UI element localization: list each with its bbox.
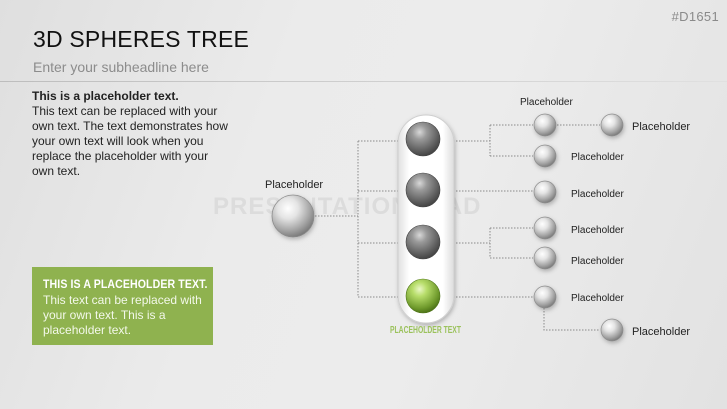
leaf-sphere — [600, 113, 624, 137]
top-label: Placeholder — [520, 97, 573, 108]
column-sphere-1 — [405, 121, 441, 157]
branch-label: Placeholder — [571, 256, 624, 267]
branch-sphere — [533, 144, 557, 168]
green-callout-body: This text can be replaced with your own … — [43, 293, 202, 337]
connector-branch-a — [450, 124, 600, 157]
connector-branch-d — [450, 296, 600, 331]
slide-id: #D1651 — [671, 9, 719, 24]
leaf-sphere — [600, 318, 624, 342]
root-label: Placeholder — [265, 179, 323, 191]
branch-label: Placeholder — [571, 293, 624, 304]
connector-branch-c — [450, 227, 533, 259]
slide-subtitle: Enter your subheadline here — [33, 59, 209, 75]
column-sphere-2 — [405, 172, 441, 208]
branch-label: Placeholder — [632, 121, 690, 133]
branch-label: Placeholder — [571, 225, 624, 236]
connector-column-branches — [358, 140, 404, 298]
branch-spheres — [533, 113, 624, 342]
column-sphere-highlight — [405, 278, 441, 314]
branch-sphere — [533, 180, 557, 204]
branch-sphere — [533, 285, 557, 309]
slide-title: 3D SPHERES TREE — [33, 26, 250, 52]
branch-sphere — [533, 216, 557, 240]
column-sphere-3 — [405, 224, 441, 260]
root-sphere — [271, 194, 315, 238]
branch-sphere — [533, 246, 557, 270]
branch-sphere — [533, 113, 557, 137]
branch-label: Placeholder — [632, 326, 690, 338]
text-block-heading: This is a placeholder text. — [32, 89, 179, 103]
text-block-body: This text can be replaced with your own … — [32, 104, 228, 178]
green-callout-heading: THIS IS A PLACEHOLDER TEXT. — [43, 279, 208, 291]
branch-label: Placeholder — [571, 189, 624, 200]
title-divider — [0, 81, 727, 82]
text-block: This is a placeholder text. This text ca… — [32, 89, 232, 179]
sphere-column-container — [397, 114, 455, 324]
column-caption: PLACEHOLDER TEXT — [390, 325, 461, 336]
green-callout-box: THIS IS A PLACEHOLDER TEXT. This text ca… — [32, 267, 213, 345]
branch-label: Placeholder — [571, 152, 624, 163]
